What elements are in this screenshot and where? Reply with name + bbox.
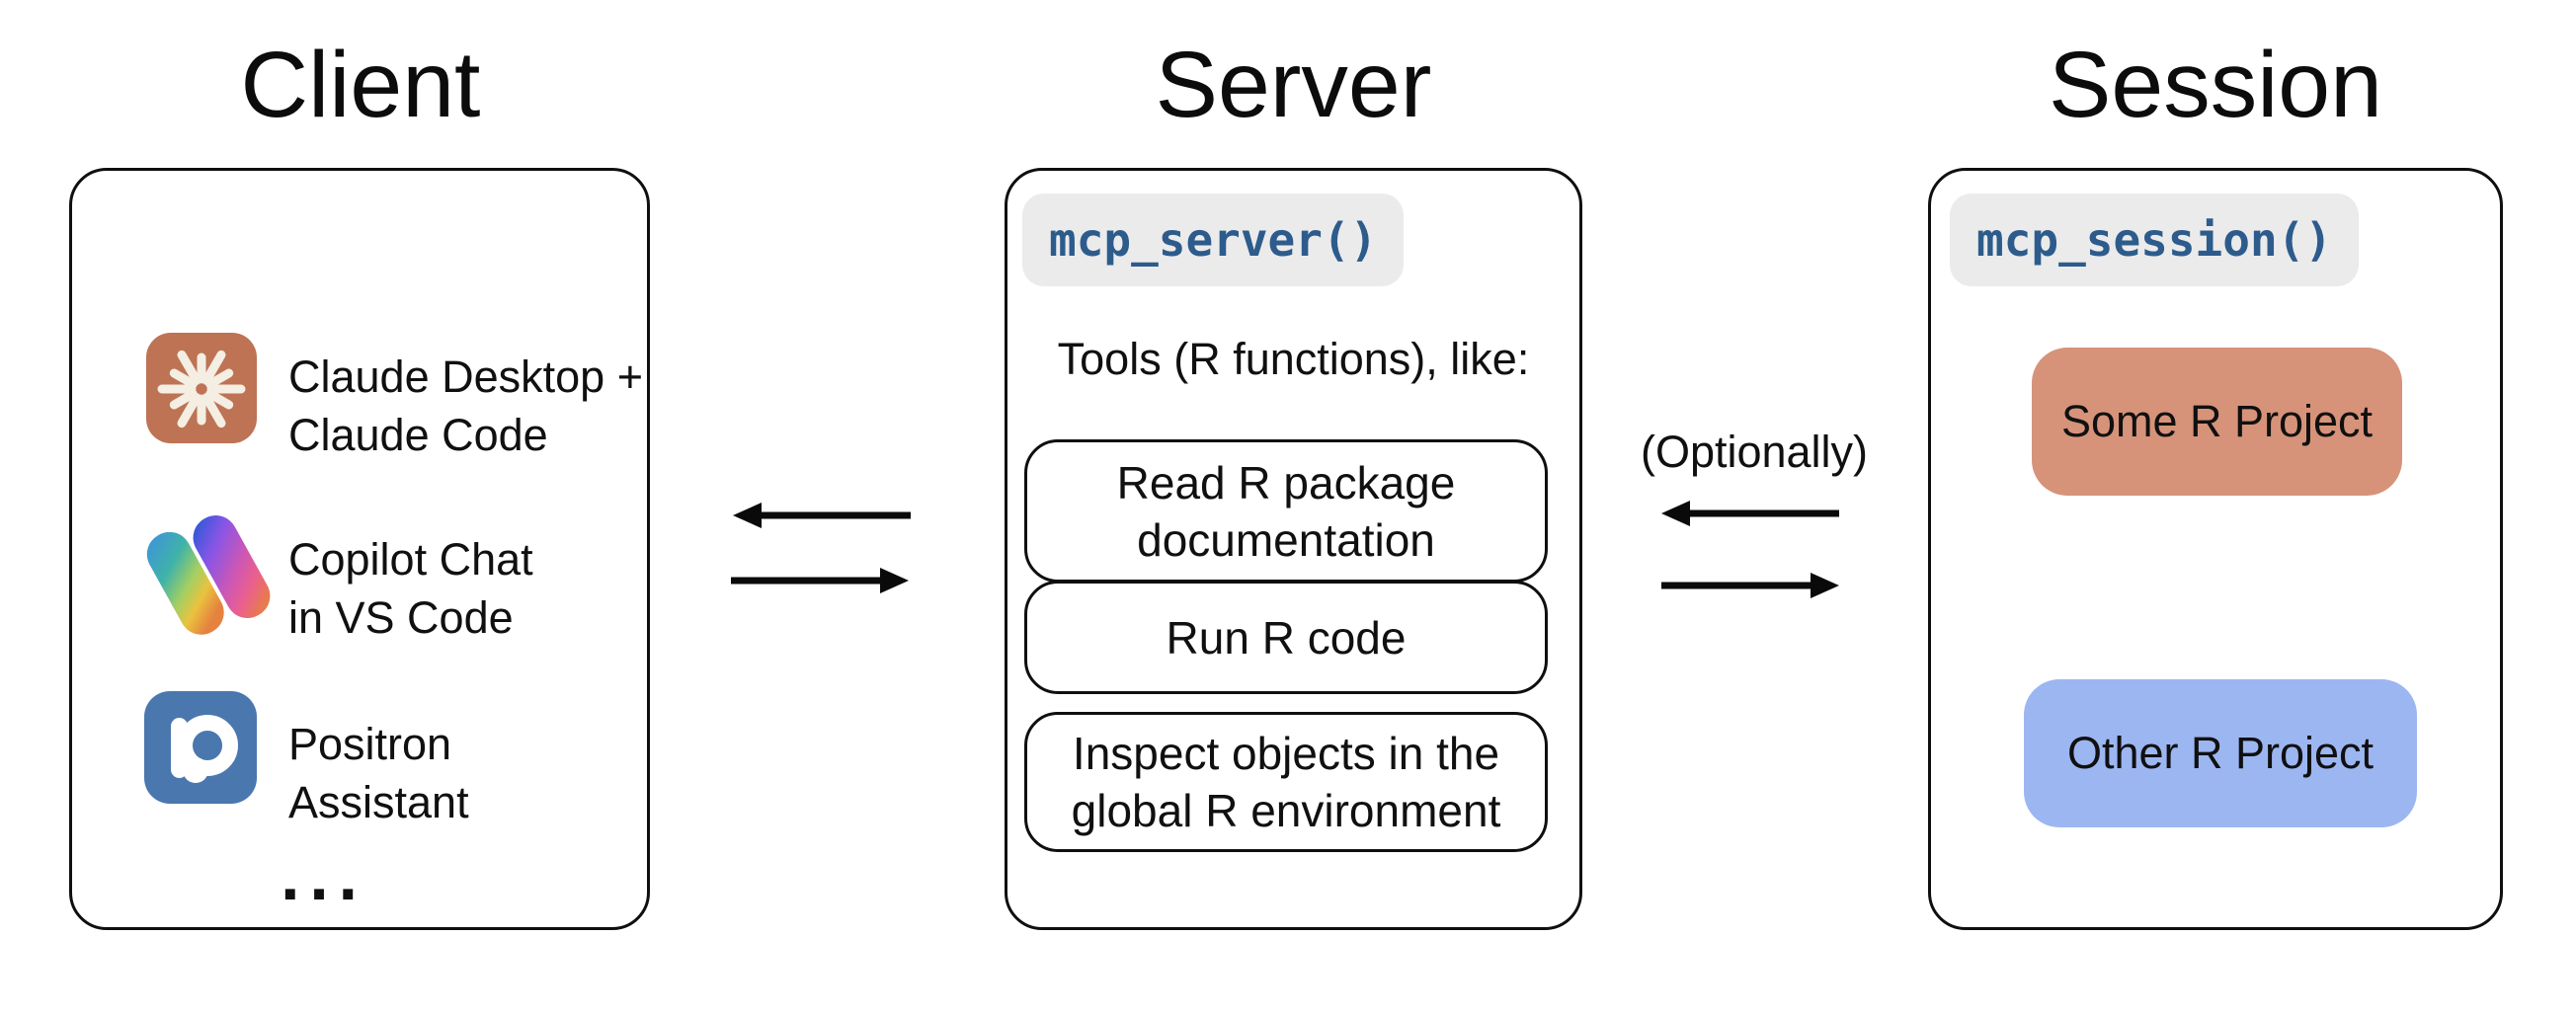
tool-2-line1: Run R code [1166,611,1407,664]
client-more-ellipsis: ... [280,849,366,913]
tool-3-line2: global R environment [1071,785,1501,836]
client-column-title: Client [240,33,481,137]
tool-read-r-package-documentation: Read R package documentation [1024,439,1548,583]
arrow-server-to-session-icon [1659,570,1841,601]
tool-run-r-code: Run R code [1024,581,1548,694]
mcp-session-code-badge: mcp_session() [1950,194,2360,286]
claude-icon-bg [146,333,257,443]
client-item-claude-line1: Claude Desktop + [288,351,643,402]
arrow-server-to-client-icon [731,500,913,531]
server-column-title: Server [1155,33,1432,137]
tool-1-line1: Read R package [1116,456,1456,508]
client-item-positron: Positron Assistant [288,715,469,831]
copilot-icon [146,513,271,638]
client-item-copilot-line1: Copilot Chat [288,534,533,585]
tool-3-line1: Inspect objects in the [1072,728,1500,779]
server-tools-heading: Tools (R functions), like: [1057,334,1530,384]
optionally-label: (Optionally) [1640,427,1869,477]
client-item-claude-line2: Claude Code [288,410,548,460]
copilot-ribbons [146,515,271,635]
mcp-server-code-badge: mcp_server() [1022,194,1405,286]
project-other-r-project: Other R Project [2024,679,2417,827]
positron-p-glyph [171,715,238,783]
positron-icon-bg [144,691,257,804]
session-column-title: Session [2049,33,2382,137]
client-item-copilot-line2: in VS Code [288,592,514,643]
positron-icon [144,691,257,804]
claude-icon [146,333,257,443]
client-item-copilot: Copilot Chat in VS Code [288,530,533,647]
client-item-claude: Claude Desktop + Claude Code [288,348,643,464]
tool-1-line2: documentation [1137,513,1435,566]
project-some-r-project: Some R Project [2032,348,2402,496]
claude-starburst [157,350,246,429]
arrow-session-to-server-icon [1659,498,1841,529]
client-item-positron-line1: Positron [288,719,452,769]
arrow-client-to-server-icon [729,565,911,596]
tool-inspect-objects: Inspect objects in the global R environm… [1024,712,1548,852]
client-item-positron-line2: Assistant [288,777,469,827]
